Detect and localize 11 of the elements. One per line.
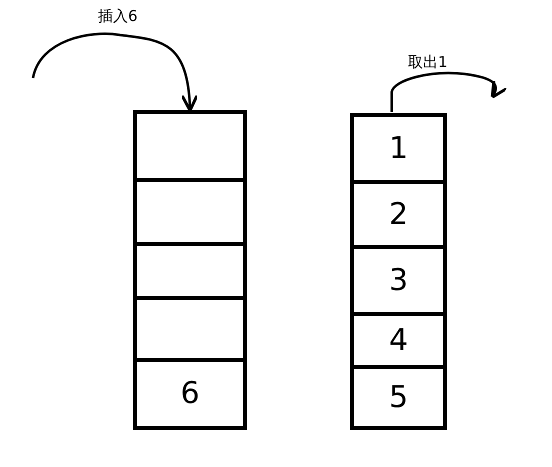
cell-number: 1 <box>388 134 408 164</box>
stack-box <box>133 110 247 430</box>
cell-number: 4 <box>388 326 408 356</box>
edge-label: 插入6 <box>96 8 140 24</box>
cell-number: 2 <box>388 200 408 230</box>
cell-number: 3 <box>388 266 408 296</box>
cell-number: 6 <box>180 379 200 409</box>
stack-box <box>350 113 447 430</box>
cell-number: 5 <box>388 382 408 412</box>
arrow <box>390 72 508 112</box>
arrow <box>32 32 198 112</box>
